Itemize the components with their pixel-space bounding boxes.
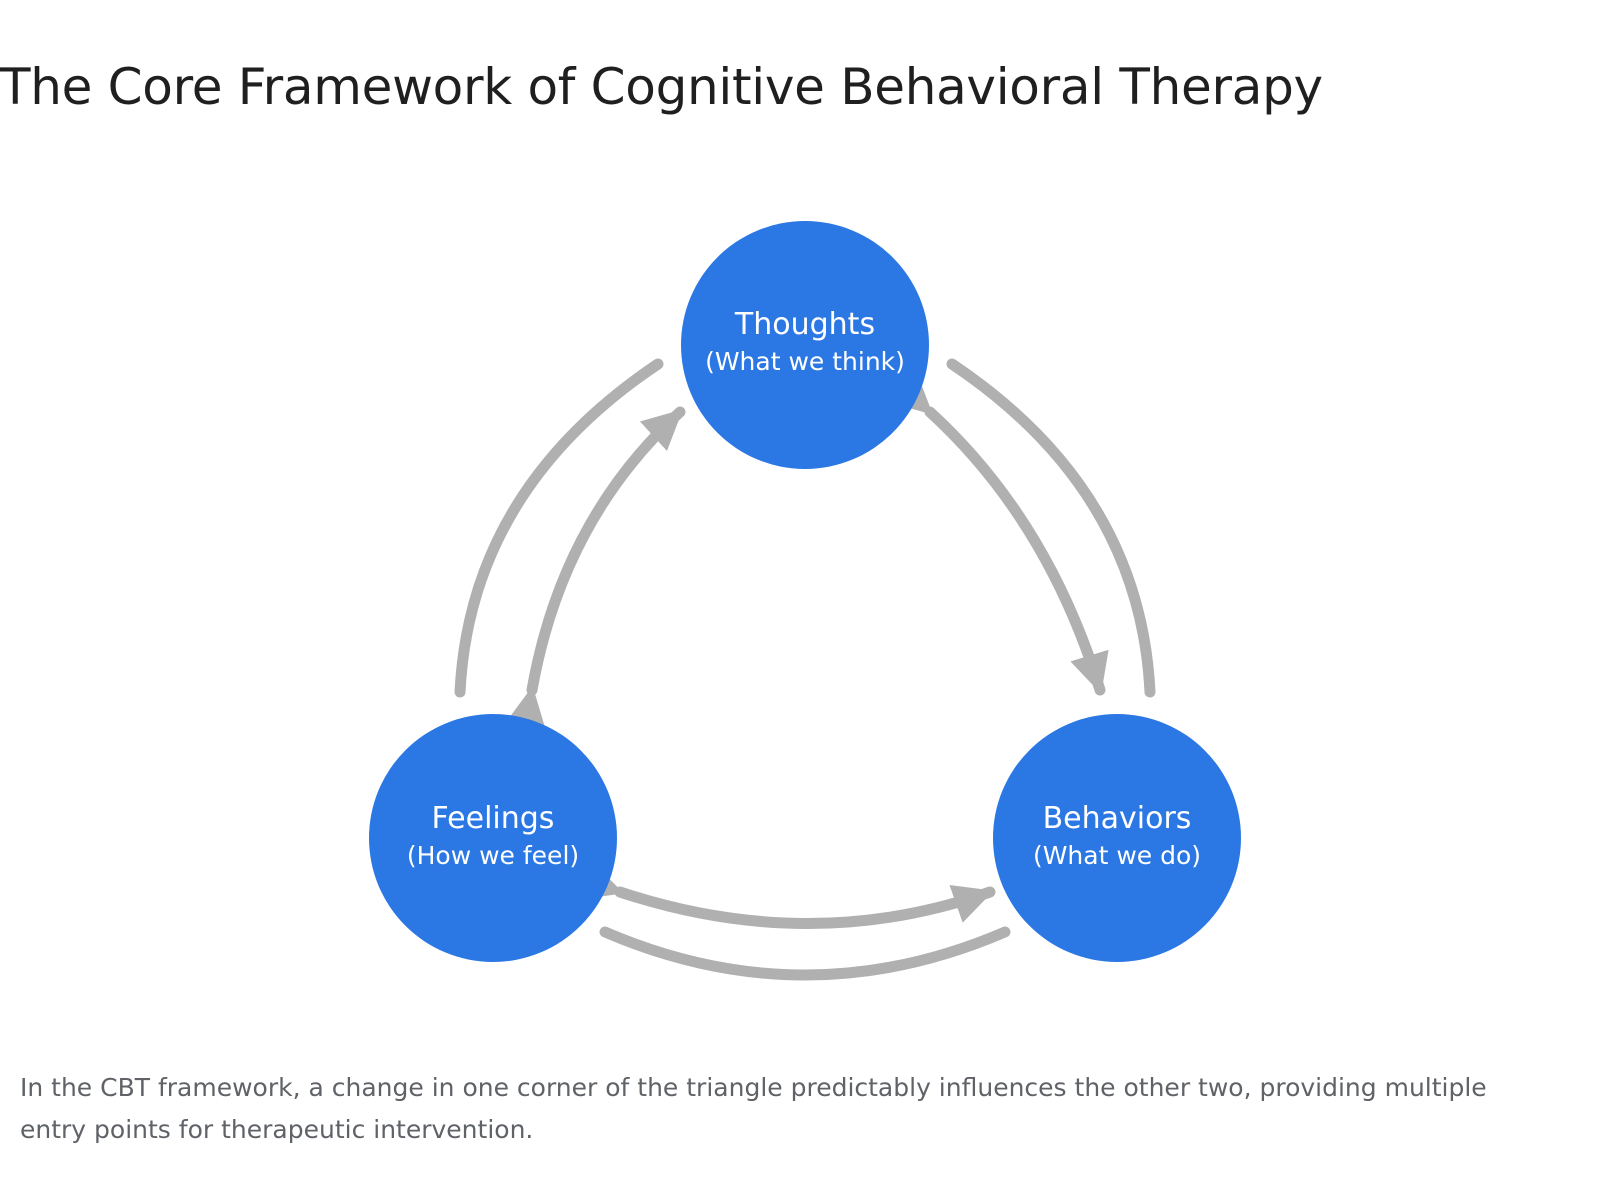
node-feelings-label: Feelings	[432, 801, 555, 836]
page-title: The Core Framework of Cognitive Behavior…	[0, 58, 1323, 116]
arrow-behaviors-to-thoughts-outer	[946, 358, 1156, 698]
arrow-thoughts-to-behaviors-arrow	[889, 372, 1109, 696]
node-behaviors-sublabel: (What we do)	[1033, 841, 1201, 870]
node-behaviors-circle	[993, 714, 1241, 962]
arrow-behaviors-feelings-outer	[599, 926, 1011, 981]
node-thoughts-circle	[681, 221, 929, 469]
node-behaviors: Behaviors (What we do)	[993, 714, 1241, 962]
node-feelings-sublabel: (How we feel)	[407, 841, 579, 870]
node-thoughts-sublabel: (What we think)	[705, 347, 905, 376]
caption: In the CBT framework, a change in one co…	[20, 1073, 1487, 1144]
node-behaviors-label: Behaviors	[1043, 801, 1192, 836]
arrow-feelings-behaviors-arrow	[579, 861, 996, 929]
node-thoughts: Thoughts (What we think)	[681, 221, 929, 469]
node-thoughts-label: Thoughts	[734, 307, 875, 342]
arrow-feelings-to-thoughts-arrow	[506, 406, 686, 729]
node-feelings: Feelings (How we feel)	[369, 714, 617, 962]
node-feelings-circle	[369, 714, 617, 962]
arrow-thoughts-to-feelings-outer	[454, 358, 664, 698]
